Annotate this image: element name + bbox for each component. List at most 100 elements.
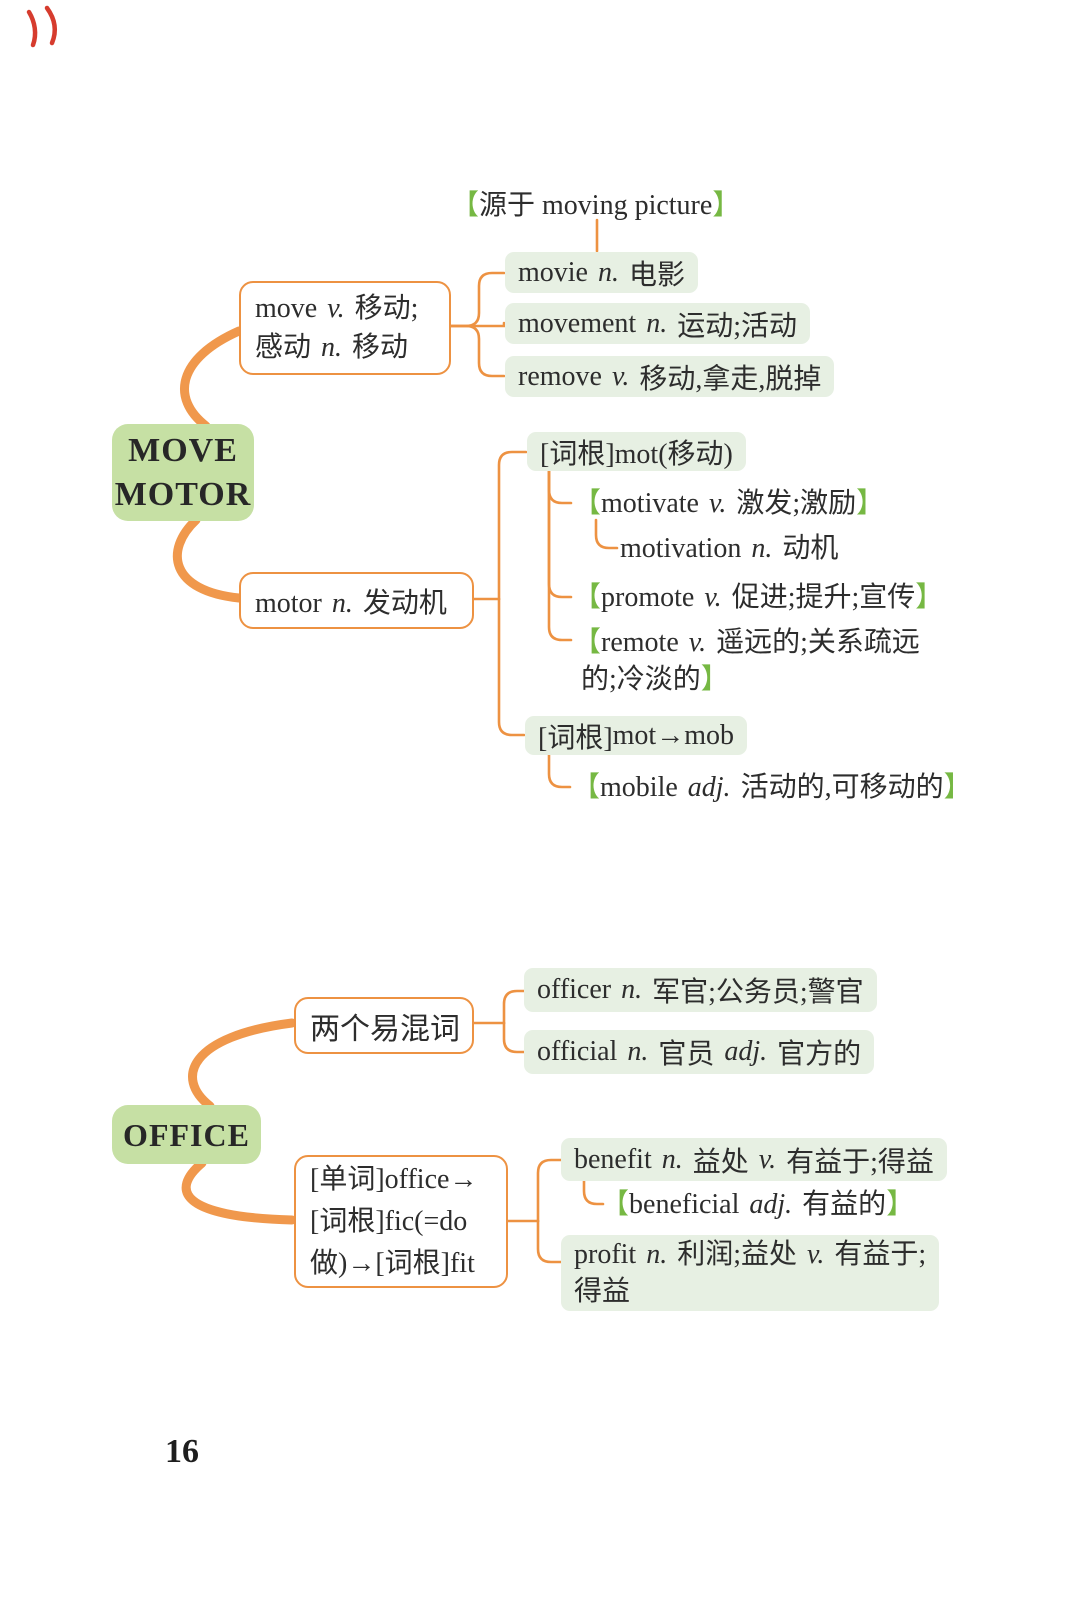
word-en: remote: [601, 627, 679, 658]
word-zh: 移动;: [354, 293, 419, 324]
label-box-confusable: 两个易混词: [294, 997, 474, 1054]
branch-curve: [181, 1158, 297, 1225]
connector: [497, 450, 528, 601]
word-zh: 的;冷淡的: [581, 664, 701, 695]
origin-note-text: 源于 moving picture: [479, 190, 713, 221]
connector: [447, 321, 506, 328]
red-pen-mark: [44, 5, 57, 46]
word-pos: v.: [688, 627, 707, 658]
profit-line-2: 得益: [574, 1273, 630, 1310]
root-chip-mot-mob: [词根]mot→mob: [525, 716, 747, 755]
word-zh: 激发;激励: [736, 488, 857, 519]
word-zh: 得益: [574, 1276, 631, 1307]
page-number: 16: [165, 1433, 199, 1470]
connector: [547, 753, 572, 789]
word-zh: 有益于;得益: [786, 1146, 934, 1178]
word-pos: n.: [751, 533, 773, 564]
word-pos: adj.: [687, 772, 731, 803]
connector: [594, 518, 619, 550]
word-en: profit: [574, 1239, 637, 1270]
left-bracket: 【: [573, 627, 602, 658]
word-pos: n.: [621, 974, 643, 1005]
word-en: promote: [601, 582, 695, 613]
word-pos: v.: [758, 1143, 777, 1175]
root-tag: [词根]: [538, 722, 613, 754]
word-zh: 移动: [352, 332, 409, 363]
word-zh: 电影: [629, 259, 686, 291]
connector: [536, 1158, 563, 1223]
word-pos: n.: [331, 587, 353, 619]
word-zh: 官员: [658, 1039, 715, 1070]
word-zh: 有益于;: [834, 1239, 927, 1270]
word-pos: v.: [611, 360, 630, 392]
word-zh: 动机: [782, 533, 839, 564]
branch-curve: [172, 515, 244, 603]
word-pos: n.: [646, 307, 668, 339]
word-en: benefit: [574, 1143, 652, 1175]
right-bracket: 】: [886, 1189, 915, 1220]
root-node-office: OFFICE: [112, 1105, 261, 1164]
word-en: remove: [518, 360, 602, 392]
left-bracket: 【: [451, 190, 480, 221]
connector: [547, 469, 573, 642]
root-label-line1: OFFICE: [123, 1116, 250, 1153]
word-item-motivate: 【motivate v. 激发;激励】: [573, 487, 884, 520]
left-bracket: 【: [573, 488, 602, 519]
word-zh: 官方的: [777, 1039, 862, 1070]
right-bracket: 】: [943, 772, 972, 803]
word-zh: 移动,拿走,脱掉: [639, 363, 822, 395]
word-zh: 军官;公务员;警官: [652, 977, 864, 1008]
word-zh: 利润;益处: [677, 1239, 797, 1270]
right-bracket: 】: [700, 664, 729, 695]
left-bracket: 【: [572, 772, 601, 803]
red-pen-marks: [26, 5, 57, 48]
word-zh: 运动;活动: [677, 310, 797, 342]
word-en: official: [537, 1036, 618, 1067]
root-body: mot→mob: [612, 719, 734, 751]
word-chip-movie: movie n. 电影: [505, 252, 699, 293]
confusable-label: 两个易混词: [310, 1012, 460, 1046]
connector: [502, 989, 526, 1025]
word-pos: n.: [627, 1036, 649, 1067]
word-zh: 感动: [255, 332, 312, 363]
root-node-move-motor: MOVE MOTOR: [112, 424, 254, 521]
word-en: motor: [255, 587, 322, 619]
office-root-line-3: 做)→[词根]fit: [310, 1247, 475, 1279]
branch-curve: [188, 1018, 297, 1111]
word-en: officer: [537, 974, 612, 1005]
word-pos: n.: [646, 1239, 668, 1270]
remote-line-2: 的;冷淡的】: [581, 661, 920, 698]
word-zh: 活动的,可移动的: [740, 772, 944, 803]
root-tag: [词根]: [540, 438, 615, 470]
word-pos: v.: [709, 488, 727, 519]
connector: [497, 597, 526, 737]
connector: [547, 469, 573, 505]
word-zh: 促进;提升;宣传: [731, 582, 916, 613]
right-bracket: 】: [856, 488, 885, 519]
branch-curve: [180, 326, 244, 431]
word-chip-remove: remove v. 移动,拿走,脱掉: [505, 356, 835, 397]
root-label-line2: MOTOR: [114, 475, 252, 513]
root-chip-mot: [词根]mot(移动): [527, 432, 746, 471]
word-en: beneficial: [629, 1189, 740, 1220]
word-pos: v.: [327, 293, 345, 324]
right-bracket: 】: [712, 190, 741, 221]
right-bracket: 】: [915, 582, 944, 613]
word-en: mobile: [600, 772, 678, 803]
left-bracket: 【: [601, 1189, 630, 1220]
word-en: movie: [518, 256, 588, 288]
word-pos: n.: [598, 256, 619, 288]
word-en: motivate: [601, 488, 699, 519]
